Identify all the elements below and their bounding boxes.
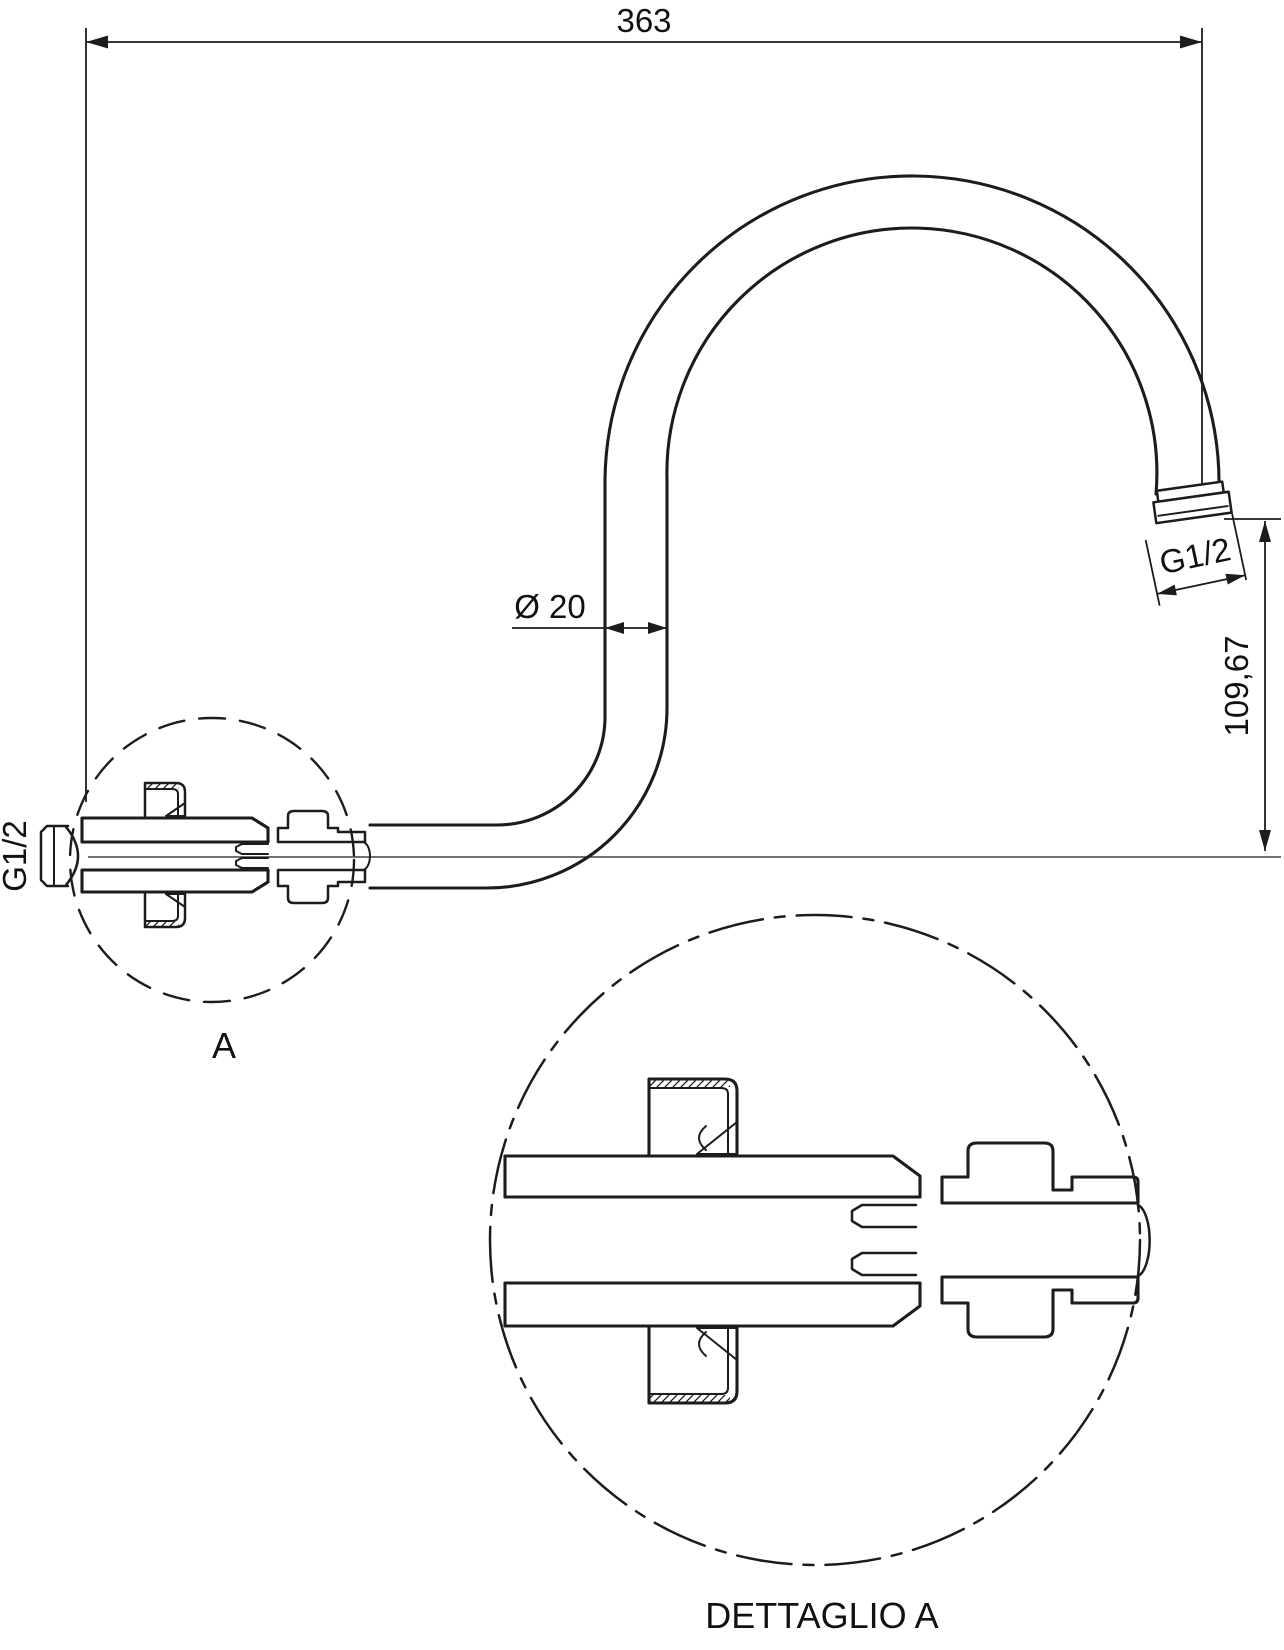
flange-inner-line-bottom [144, 891, 179, 922]
detail-barrel-section-bottom [503, 1281, 922, 1328]
cone-transition-line [64, 825, 80, 887]
detail-clip-hook-bottom [698, 1331, 707, 1357]
tip-thread-line [1157, 505, 1229, 517]
flange-hatch-strip-top [145, 783, 179, 789]
detail-clip-hook-top [698, 1125, 707, 1151]
arrowhead-right-icon [648, 622, 667, 634]
arrowhead-up-icon [1259, 521, 1271, 542]
detail-snap-slot-bottom [850, 1251, 918, 1277]
dimension-pipe-diameter: Ø 20 [512, 588, 667, 634]
flange-hatch-strip-bottom [145, 921, 179, 927]
spring-clip-top [165, 802, 186, 817]
inlet-thread-stub [39, 824, 70, 888]
outlet-thread-tip [1152, 480, 1233, 525]
inlet-thread-value: G1/2 [0, 820, 33, 892]
flange-outline-bottom [143, 890, 187, 929]
detail-circle-marker: A [68, 716, 356, 1066]
pipe-diameter-value: Ø 20 [514, 588, 586, 625]
detail-spring-clip-bottom [696, 1327, 738, 1361]
detail-spring-clip-top [696, 1121, 738, 1155]
detail-nut-section-top [940, 1141, 1140, 1205]
nut-section-bottom [276, 868, 367, 905]
detail-snap-slot-top [850, 1203, 918, 1229]
detail-marker-label: A [212, 1025, 236, 1066]
wall-connector-assembly: G1/2 [0, 781, 371, 929]
outlet-thread-value: G1/2 [1156, 530, 1234, 581]
snap-slot-top [235, 843, 269, 855]
detail-boundary-circle [68, 716, 356, 1004]
snap-slot-bottom [235, 857, 269, 869]
arrowhead-down-icon [1259, 830, 1271, 851]
spring-clip-bottom [165, 893, 186, 908]
detail-phantom-circle [488, 913, 1142, 1567]
detail-title-label: DETTAGLIO A [705, 1595, 938, 1636]
tip-thread-band [1152, 490, 1233, 525]
spout-pipe [368, 174, 1221, 890]
arrowhead-left-icon [86, 35, 108, 49]
extension-line-right [1231, 513, 1248, 581]
flange-outline-top [143, 781, 187, 820]
nut-section-top [276, 809, 367, 844]
arrowhead-right-icon [1180, 35, 1202, 49]
dimension-outlet-thread: G1/2 [1144, 513, 1248, 606]
detail-nut-section-bottom [940, 1275, 1140, 1339]
flange-inner-line-top [144, 788, 179, 819]
pipe-end-dome [364, 842, 371, 870]
pipe-outline-outer [368, 226, 1159, 890]
detail-flange-hatch-strip-bottom [649, 1395, 730, 1403]
arrowhead-left-icon [1157, 584, 1177, 596]
detail-pipe-end-dome [1136, 1203, 1151, 1278]
arrowhead-right-icon [1225, 573, 1246, 585]
overall-width-value: 363 [616, 2, 671, 39]
dimension-overall-width: 363 [85, 2, 1203, 802]
barrel-section-bottom [80, 868, 270, 894]
detail-flange-outline-bottom [647, 1324, 739, 1405]
detail-flange-inner-line-bottom [648, 1325, 729, 1395]
dimension-outlet-height: 109,67 [1218, 518, 1281, 851]
barrel-section-top [80, 816, 270, 844]
arrowhead-left-icon [605, 622, 624, 634]
detail-flange-inner-line-top [648, 1087, 729, 1157]
detail-barrel-section-top [503, 1154, 922, 1199]
detail-view-a: DETTAGLIO A [488, 913, 1151, 1636]
outlet-height-value: 109,67 [1218, 636, 1255, 737]
pipe-outline-inner [368, 174, 1221, 827]
detail-flange-hatch-strip-top [649, 1079, 730, 1087]
detail-flange-outline-top [647, 1077, 739, 1158]
